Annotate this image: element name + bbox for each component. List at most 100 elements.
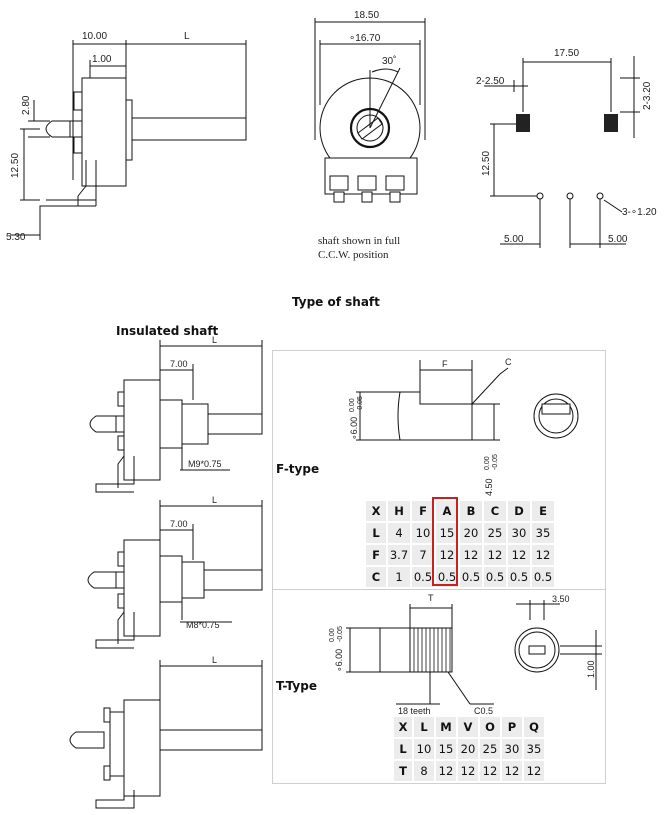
d2-thread: M8*0.75 xyxy=(186,620,220,630)
d2-700: 7.00 xyxy=(170,519,188,529)
f-cell: 30 xyxy=(508,523,530,543)
f-dim-flat: 4.50 xyxy=(484,478,494,496)
t-hdr: P xyxy=(502,717,522,737)
side-view-drawing xyxy=(10,40,247,240)
f-cell: 20 xyxy=(460,523,482,543)
t-cell: 12 xyxy=(458,761,478,781)
d3-l: L xyxy=(212,655,217,665)
dim-1750: 17.50 xyxy=(554,48,579,59)
f-dim-flat-tol-dn: -0.05 xyxy=(492,454,499,470)
insulated-drawing-1 xyxy=(89,340,263,493)
dim-530: 5.30 xyxy=(6,232,26,243)
f-hdr-c: C xyxy=(484,501,506,521)
dim-280: 2.80 xyxy=(21,95,32,115)
panel-divider xyxy=(272,589,606,590)
f-cell: 12 xyxy=(508,545,530,565)
dim-1: 1.00 xyxy=(92,54,112,65)
dim-500-left: 5.00 xyxy=(504,234,524,245)
f-table-row-c: C 1 0.5 0.5 0.5 0.5 0.5 0.5 xyxy=(366,567,554,587)
t-table-header-row: X L M V O P Q xyxy=(394,717,544,737)
t-dim-350: 3.50 xyxy=(552,594,570,604)
dim-1250-right: 12.50 xyxy=(481,151,492,176)
t-type-shaft-drawing xyxy=(346,600,602,705)
f-cell: F xyxy=(366,545,386,565)
f-dim-dia-tol-up: 0.00 xyxy=(349,398,356,412)
f-cell: C xyxy=(366,567,386,587)
f-cell: 0.5 xyxy=(412,567,434,587)
f-table-row-l: L 4 10 15 20 25 30 35 xyxy=(366,523,554,543)
dim-10: 10.00 xyxy=(82,31,107,42)
t-hdr: L xyxy=(414,717,434,737)
f-table-header-row: X H F A B C D E xyxy=(366,501,554,521)
f-hdr-b: B xyxy=(460,501,482,521)
t-cell: 12 xyxy=(524,761,544,781)
dim-500-right: 5.00 xyxy=(608,234,628,245)
t-type-label: T-Type xyxy=(276,679,317,693)
t-hdr: Q xyxy=(524,717,544,737)
t-cell: 12 xyxy=(502,761,522,781)
f-cell: 0.5 xyxy=(460,567,482,587)
f-cell: 12 xyxy=(436,545,458,565)
t-dim-teeth: 18 teeth xyxy=(398,706,431,716)
d1-l: L xyxy=(212,335,217,345)
t-hdr: X xyxy=(394,717,412,737)
dim-1670: ∘16.70 xyxy=(349,33,381,44)
t-cell: 25 xyxy=(480,739,500,759)
dim-30deg: 30˚ xyxy=(382,55,396,67)
selected-column-highlight xyxy=(432,497,458,586)
t-table-row-l: L 10 15 20 25 30 35 xyxy=(394,739,544,759)
t-dim-dia-tol-dn: -0.05 xyxy=(337,626,344,642)
f-hdr-h: H xyxy=(388,501,410,521)
t-type-table: X L M V O P Q L 10 15 20 25 30 35 T 8 12… xyxy=(392,715,546,783)
f-cell: 12 xyxy=(532,545,554,565)
f-cell: 15 xyxy=(436,523,458,543)
insulated-drawing-2 xyxy=(87,500,263,649)
f-cell: 10 xyxy=(412,523,434,543)
f-cell: 12 xyxy=(460,545,482,565)
t-cell: 10 xyxy=(414,739,434,759)
t-dim-dia: ∘6.00 xyxy=(334,649,344,672)
f-dim-f: F xyxy=(442,359,448,369)
f-dim-flat-tol-up: 0.00 xyxy=(484,456,491,470)
pcb-pad-right xyxy=(604,114,618,132)
d1-thread: M9*0.75 xyxy=(188,459,222,469)
t-table-row-t: T 8 12 12 12 12 12 xyxy=(394,761,544,781)
f-cell: 7 xyxy=(412,545,434,565)
t-cell: 35 xyxy=(524,739,544,759)
f-cell: 1 xyxy=(388,567,410,587)
f-hdr-e: E xyxy=(532,501,554,521)
f-cell: 12 xyxy=(484,545,506,565)
f-cell: 35 xyxy=(532,523,554,543)
dim-3120: 3-∘1.20 xyxy=(622,207,657,218)
d1-700: 7.00 xyxy=(170,359,188,369)
pcb-layout-drawing xyxy=(484,56,640,248)
f-dim-c: C xyxy=(505,357,512,367)
insulated-title: Insulated shaft xyxy=(116,324,219,338)
t-hdr: O xyxy=(480,717,500,737)
dim-l-top: L xyxy=(184,31,190,42)
t-cell: L xyxy=(394,739,412,759)
insulated-drawing-3 xyxy=(69,660,263,809)
dim-2250: 2-2.50 xyxy=(476,76,505,87)
t-cell: 20 xyxy=(458,739,478,759)
t-dim-t: T xyxy=(428,593,434,603)
f-type-table: X H F A B C D E L 4 10 15 20 25 30 35 F … xyxy=(364,499,556,589)
f-hdr-f: F xyxy=(412,501,434,521)
dim-2320: 2-3.20 xyxy=(642,81,653,110)
note-line-1: shaft shown in full xyxy=(318,235,400,247)
f-hdr-x: X xyxy=(366,501,386,521)
f-hdr-a: A xyxy=(436,501,458,521)
f-cell: 25 xyxy=(484,523,506,543)
dim-1850: 18.50 xyxy=(354,10,379,21)
t-hdr: M xyxy=(436,717,456,737)
f-dim-dia: ∘6.00 xyxy=(349,417,359,440)
f-hdr-d: D xyxy=(508,501,530,521)
t-hdr: V xyxy=(458,717,478,737)
pcb-pad-left xyxy=(516,114,530,132)
front-view-drawing xyxy=(314,18,426,203)
f-type-shaft-drawing xyxy=(356,360,579,441)
dim-1250-left: 12.50 xyxy=(10,153,21,178)
f-type-label: F-type xyxy=(276,462,320,476)
t-cell: 12 xyxy=(436,761,456,781)
f-cell: 3.7 xyxy=(388,545,410,565)
